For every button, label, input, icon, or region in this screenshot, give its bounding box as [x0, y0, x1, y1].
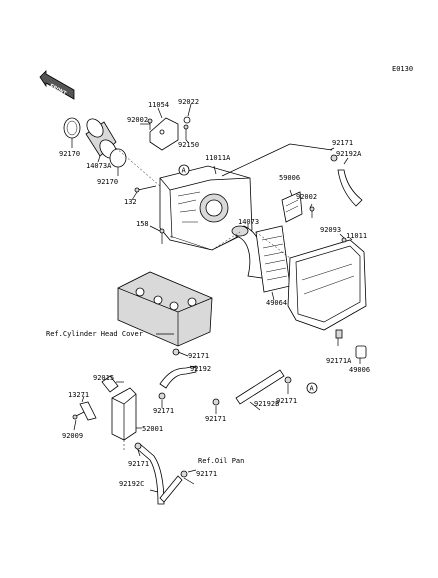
- label-ref-oil-pan: Ref.Oil Pan: [198, 457, 244, 465]
- hose-92192A: [337, 169, 363, 207]
- label-92192B: 92192B: [254, 400, 279, 408]
- clamp-92170-mid: [109, 148, 127, 168]
- svg-text:A: A: [310, 385, 315, 393]
- bolt-132: [134, 185, 157, 193]
- label-92192A: 92192A: [336, 150, 362, 158]
- clamp-92170-top: [63, 117, 81, 139]
- cover-11011: [287, 239, 367, 331]
- screw-92002-mid: [309, 206, 315, 218]
- label-92171A: 92171A: [326, 357, 352, 365]
- plate-13271: [79, 401, 97, 421]
- part-labels: 11054 92022 92002 92150 92170 14073A 921…: [46, 98, 370, 488]
- diagram-code: E0130: [392, 65, 413, 73]
- duct-14073A: [85, 118, 117, 159]
- hose-92192C: [135, 443, 165, 505]
- label-92015: 92015: [93, 374, 114, 382]
- clamp-92171-f: [180, 470, 188, 478]
- label-92192: 92192: [190, 365, 211, 373]
- label-49006: 49006: [349, 366, 370, 374]
- label-11011: 11011: [346, 232, 367, 240]
- label-158: 158: [136, 220, 149, 228]
- air-filter-housing: [159, 165, 253, 251]
- label-11011A: 11011A: [205, 154, 231, 162]
- label-92171-c: 92171: [205, 415, 226, 423]
- label-11054: 11054: [148, 101, 169, 109]
- leader-lines: [71, 103, 361, 493]
- label-92150: 92150: [178, 141, 199, 149]
- clamp-92171-top: [330, 154, 338, 162]
- label-49064: 49064: [266, 299, 287, 307]
- label-92171-e: 92171: [128, 460, 149, 468]
- label-92002-mid: 92002: [296, 193, 317, 201]
- bracket-92015: [101, 375, 119, 393]
- label-92171-d: 92171: [276, 397, 297, 405]
- label-92171-top: 92171: [332, 139, 353, 147]
- washer-92022: [183, 116, 191, 124]
- cap-49006: [355, 345, 367, 359]
- label-92170-top: 92170: [59, 150, 80, 158]
- front-arrow-icon: FRONT: [39, 70, 75, 100]
- label-92171-b: 92171: [153, 407, 174, 415]
- ref-marker-a-top: A: [178, 164, 190, 176]
- label-92002-top: 92002: [127, 116, 148, 124]
- svg-text:A: A: [182, 167, 187, 175]
- label-52001: 52001: [142, 425, 163, 433]
- label-92022: 92022: [178, 98, 199, 106]
- clamp-92171-a: [172, 348, 180, 356]
- label-92009: 92009: [62, 432, 83, 440]
- label-92093: 92093: [320, 226, 341, 234]
- hose-oil-pan: [159, 475, 183, 503]
- label-14073A: 14073A: [86, 162, 112, 170]
- hose-92192B: [235, 369, 285, 405]
- clamp-92171-b: [158, 392, 166, 400]
- bracket-11054: [149, 117, 179, 151]
- label-ref-cylinder-head-cover: Ref.Cylinder Head Cover: [46, 330, 143, 338]
- valve-52001: [111, 387, 137, 441]
- clamp-92171-e: [134, 442, 142, 450]
- ref-marker-a-bottom: A: [306, 382, 318, 394]
- bolt-92150: [183, 124, 189, 140]
- label-14073: 14073: [238, 218, 259, 226]
- filter-element-49064: [255, 225, 291, 293]
- label-92171-a: 92171: [188, 352, 209, 360]
- clamp-92171-c: [212, 398, 220, 406]
- hose-92192: [159, 365, 197, 389]
- cover-59006: [281, 191, 303, 223]
- label-132: 132: [124, 198, 137, 206]
- guide-lines: [115, 147, 291, 452]
- label-59006: 59006: [279, 174, 300, 182]
- cylinder-head-cover: [117, 271, 213, 347]
- label-92171-f: 92171: [196, 470, 217, 478]
- screw-158: [159, 228, 165, 244]
- label-92192C: 92192C: [119, 480, 144, 488]
- clamp-92171-d: [284, 376, 292, 384]
- screw-92009: [72, 411, 85, 420]
- label-92170-mid: 92170: [97, 178, 118, 186]
- bolt-92002-top: [147, 118, 153, 130]
- label-13271: 13271: [68, 391, 89, 399]
- clip-92171A: [335, 329, 343, 339]
